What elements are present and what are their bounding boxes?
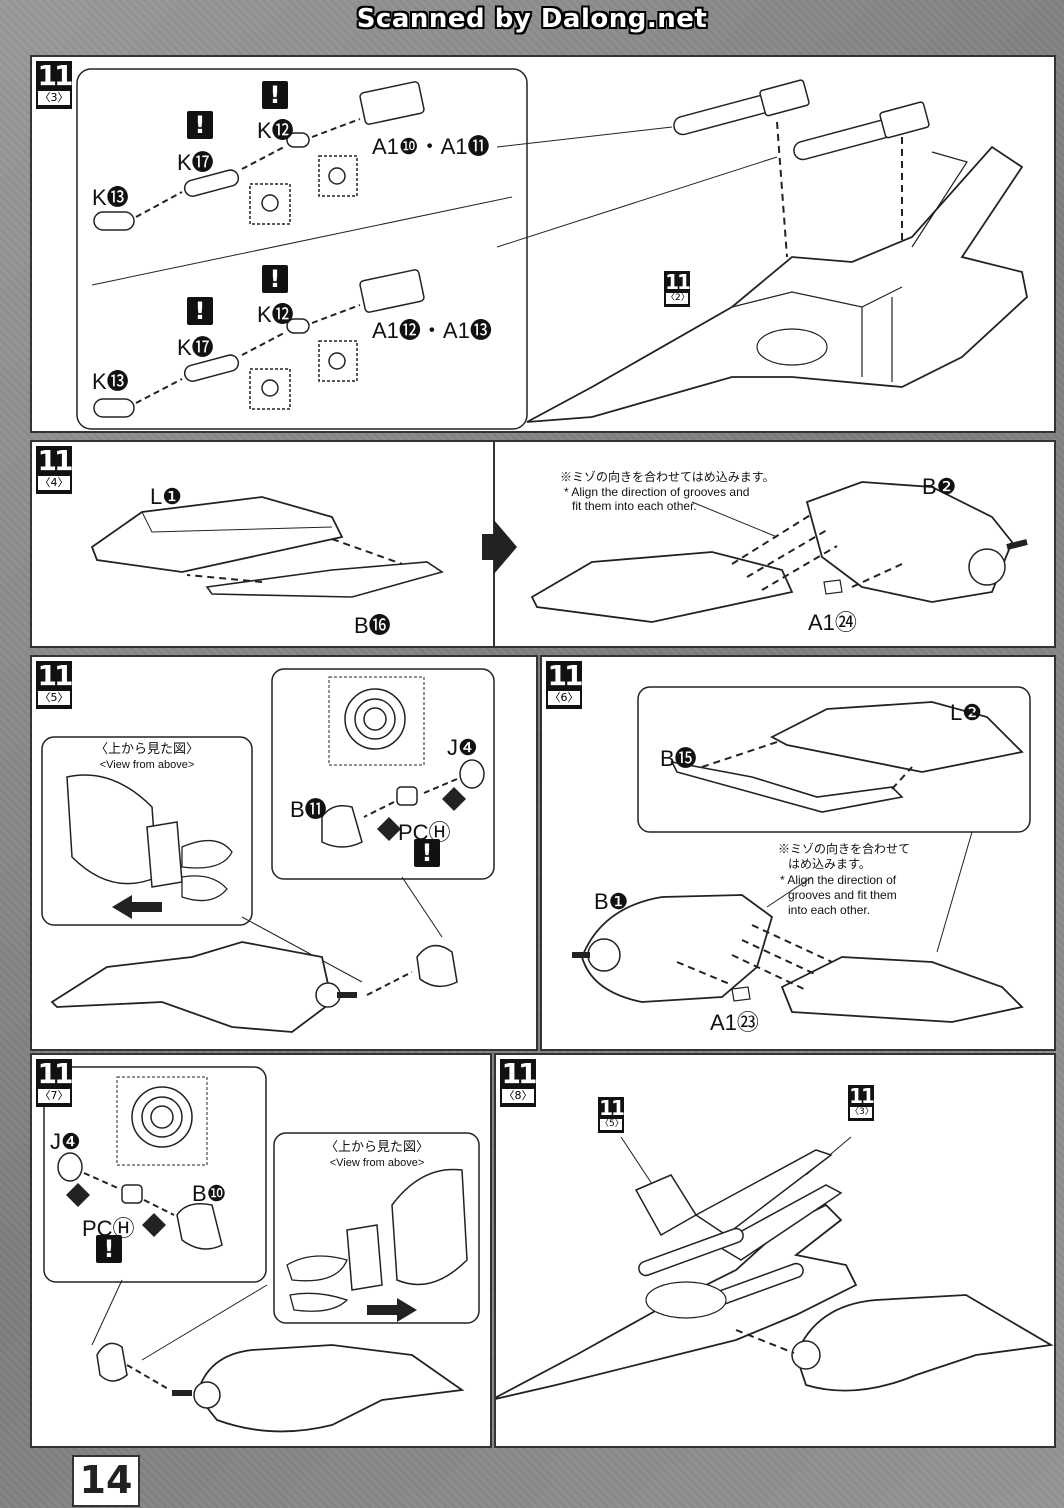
part-label-k12-bottom: K⓬ bbox=[257, 302, 294, 327]
step-badge-11-3: 11 〈3〉 bbox=[36, 59, 74, 109]
panel-8-illustration bbox=[496, 1136, 1054, 1400]
step-badge-11-7: 11 〈7〉 bbox=[36, 1057, 74, 1107]
step-badge-11-6: 11 〈6〉 bbox=[546, 659, 584, 709]
step-number: 11 bbox=[37, 59, 74, 92]
ref-sub: 〈2〉 bbox=[666, 293, 690, 304]
part-label-a1-23: A1㉓ bbox=[710, 1010, 759, 1035]
panel-4-illustration bbox=[90, 442, 1028, 646]
view-title-jp: 〈上から見た図〉 bbox=[94, 741, 199, 756]
part-label-a10-a11: A1❿・A1⓫ bbox=[372, 134, 490, 159]
panel-step-11-7: 11 〈7〉 J❹ B❿ PCⒽ ! 〈上から見た図〉 <View from a… bbox=[30, 1053, 492, 1448]
panel-step-11-4: 11 〈4〉 L❶ B⓰ B❷ A1㉔ ※ミゾの向きを合わせてはめ込みます。 *… bbox=[30, 440, 1056, 648]
groove-note-en-2: fit them into each other. bbox=[572, 499, 697, 513]
step-sub: 〈7〉 bbox=[38, 1089, 70, 1103]
view-title-en: <View from above> bbox=[329, 1157, 425, 1169]
ref-number: 11 bbox=[599, 1096, 625, 1120]
part-label-b1: B❶ bbox=[594, 889, 629, 914]
warning-icon: ! bbox=[96, 1235, 122, 1263]
panel-step-11-6: 11 〈6〉 L❷ B⓯ B❶ A1㉓ ※ミゾの向きを合わせて はめ込みます。 … bbox=[540, 655, 1056, 1051]
step-sub: 〈5〉 bbox=[38, 691, 70, 705]
part-label-b16: B⓰ bbox=[354, 613, 391, 638]
ref-sub: 〈3〉 bbox=[850, 1107, 874, 1118]
warning-icon: ! bbox=[414, 839, 440, 867]
ref-badge-11-2: 11 〈2〉 bbox=[664, 270, 691, 307]
ref-number: 11 bbox=[665, 270, 691, 294]
panel-step-11-3: 11 〈3〉 11 〈2〉 K⓭ ! K⓱ ! K⓬ A1❿・A1⓫ K⓭ ! … bbox=[30, 55, 1056, 433]
step-sub: 〈8〉 bbox=[502, 1089, 534, 1103]
ref-sub: 〈5〉 bbox=[600, 1119, 624, 1130]
part-label-b2: B❷ bbox=[922, 474, 957, 499]
panel-6-illustration bbox=[572, 686, 1031, 1023]
groove-note-en-1: * Align the direction of bbox=[780, 873, 897, 887]
part-label-j4: J❹ bbox=[447, 735, 478, 760]
step-sub: 〈6〉 bbox=[548, 691, 580, 705]
part-label-b10: B❿ bbox=[192, 1181, 227, 1206]
warning-icon: ! bbox=[262, 265, 288, 293]
step-sub: 〈3〉 bbox=[38, 91, 70, 105]
view-title-en: <View from above> bbox=[99, 759, 195, 771]
warning-icon: ! bbox=[187, 111, 213, 139]
step-sub: 〈4〉 bbox=[38, 476, 70, 490]
panel-step-11-5: 11 〈5〉 〈上から見た図〉 <View from above> J❹ B⓫ … bbox=[30, 655, 538, 1051]
ref-number: 11 bbox=[849, 1084, 875, 1108]
page-number: 14 bbox=[72, 1455, 140, 1507]
panel-7-illustration bbox=[43, 1066, 480, 1433]
part-label-l1: L❶ bbox=[150, 484, 182, 509]
step-badge-11-4: 11 〈4〉 bbox=[36, 444, 74, 494]
step-number: 11 bbox=[37, 1057, 74, 1090]
groove-note-en-3: into each other. bbox=[788, 903, 871, 917]
step-number: 11 bbox=[547, 659, 584, 692]
groove-note-en-1: * Align the direction of grooves and bbox=[564, 485, 750, 499]
part-label-k12-top: K⓬ bbox=[257, 118, 294, 143]
part-label-k13-top: K⓭ bbox=[92, 185, 129, 210]
step-number: 11 bbox=[37, 444, 74, 477]
warning-icon: ! bbox=[262, 81, 288, 109]
panel-3-illustration bbox=[76, 68, 1028, 430]
panel-step-11-8: 11 〈8〉 11 〈5〉 11 〈3〉 bbox=[494, 1053, 1056, 1448]
step-number: 11 bbox=[501, 1057, 538, 1090]
panel-5-illustration bbox=[41, 668, 495, 1033]
part-label-k17-top: K⓱ bbox=[177, 150, 214, 175]
view-from-above-title: 〈上から見た図〉 <View from above> bbox=[302, 1139, 452, 1171]
part-label-k13-bottom: K⓭ bbox=[92, 369, 129, 394]
part-label-l2: L❷ bbox=[950, 700, 982, 725]
part-label-b15: B⓯ bbox=[660, 746, 697, 771]
ref-badge-11-5: 11 〈5〉 bbox=[598, 1096, 625, 1133]
groove-note-jp-1: ※ミゾの向きを合わせて bbox=[778, 842, 911, 856]
groove-note-jp: ※ミゾの向きを合わせてはめ込みます。 bbox=[560, 470, 775, 484]
view-from-above-title: 〈上から見た図〉 <View from above> bbox=[72, 741, 222, 773]
view-title-jp: 〈上から見た図〉 bbox=[324, 1139, 429, 1154]
step-number: 11 bbox=[37, 659, 74, 692]
step-badge-11-5: 11 〈5〉 bbox=[36, 659, 74, 709]
groove-note-jp-2: はめ込みます。 bbox=[788, 857, 871, 871]
watermark: Scanned by Dalong.net bbox=[356, 4, 708, 34]
part-label-a1-24: A1㉔ bbox=[808, 610, 857, 635]
part-label-b11: B⓫ bbox=[290, 797, 327, 822]
part-label-a12-a13: A1⓬・A1⓭ bbox=[372, 318, 492, 343]
ref-badge-11-3: 11 〈3〉 bbox=[848, 1084, 875, 1121]
step-badge-11-8: 11 〈8〉 bbox=[500, 1057, 538, 1107]
part-label-k17-bottom: K⓱ bbox=[177, 335, 214, 360]
warning-icon: ! bbox=[187, 297, 213, 325]
groove-note-en-2: grooves and fit them bbox=[788, 888, 897, 902]
part-label-j4: J❹ bbox=[50, 1129, 81, 1154]
